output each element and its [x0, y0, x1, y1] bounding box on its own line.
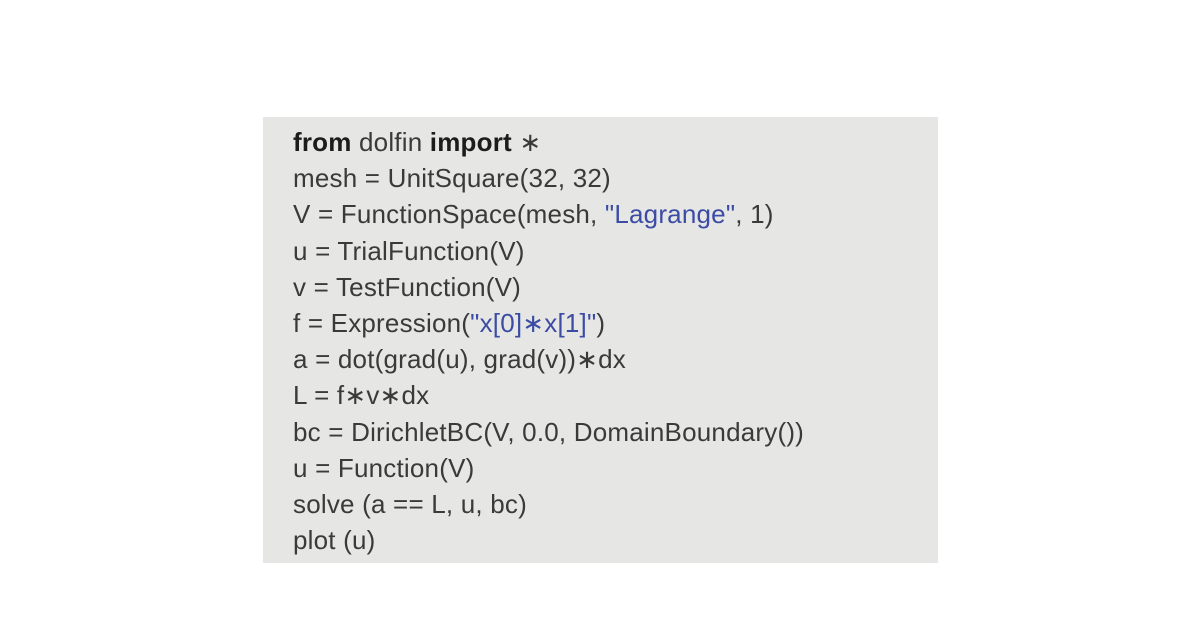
- code-token: bc = DirichletBC(V, 0.0, DomainBoundary(…: [293, 416, 805, 447]
- code-line: f = Expression("x[0]∗x[1]"): [293, 305, 938, 341]
- code-line: L = f∗v∗dx: [293, 377, 938, 413]
- code-token: dolfin: [351, 127, 430, 157]
- code-token: L = f∗v∗dx: [293, 380, 430, 411]
- code-line: u = TrialFunction(V): [293, 233, 938, 269]
- code-line: a = dot(grad(u), grad(v))∗dx: [293, 341, 938, 377]
- code-token: v = TestFunction(V): [293, 271, 522, 302]
- code-token: f = Expression(: [293, 308, 471, 339]
- code-line: u = Function(V): [293, 450, 938, 486]
- code-panel: from dolfin import ∗mesh = UnitSquare(32…: [263, 117, 938, 563]
- code-token: mesh = UnitSquare(32, 32): [293, 163, 611, 194]
- code-line: solve (a == L, u, bc): [293, 486, 938, 522]
- code-token: plot (u): [293, 525, 376, 556]
- keyword-token: import: [429, 127, 512, 157]
- code-line: V = FunctionSpace(mesh, "Lagrange", 1): [293, 196, 938, 232]
- code-token: , 1): [735, 199, 774, 230]
- code-token: u = TrialFunction(V): [293, 235, 525, 266]
- code-line: mesh = UnitSquare(32, 32): [293, 160, 938, 196]
- code-line: plot (u): [293, 522, 938, 558]
- code-block: from dolfin import ∗mesh = UnitSquare(32…: [293, 124, 938, 558]
- string-token: "x[0]∗x[1]": [470, 308, 597, 339]
- code-line: bc = DirichletBC(V, 0.0, DomainBoundary(…: [293, 414, 938, 450]
- code-line: from dolfin import ∗: [293, 124, 938, 160]
- code-line: v = TestFunction(V): [293, 269, 938, 305]
- string-token: "Lagrange": [604, 199, 736, 230]
- keyword-token: from: [293, 127, 352, 157]
- code-token: V = FunctionSpace(mesh,: [293, 199, 605, 230]
- code-token: u = Function(V): [293, 452, 475, 483]
- code-token: solve (a == L, u, bc): [293, 489, 527, 520]
- code-token: a = dot(grad(u), grad(v))∗dx: [293, 344, 627, 375]
- code-token: ): [596, 308, 606, 339]
- code-token: ∗: [511, 127, 542, 157]
